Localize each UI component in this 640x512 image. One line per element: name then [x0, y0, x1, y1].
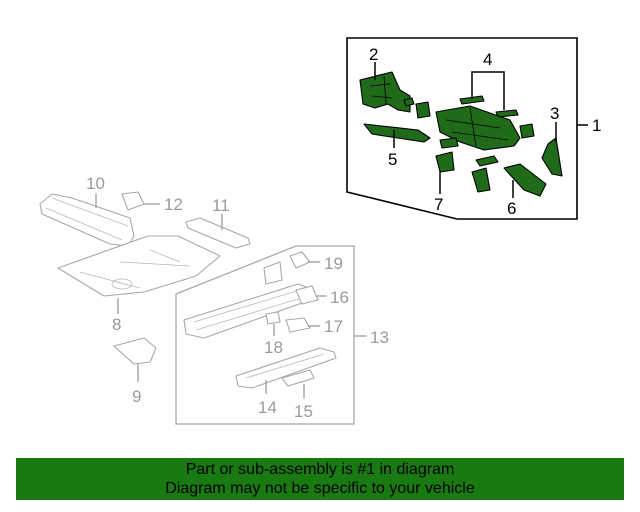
callout-14: 14: [258, 398, 277, 417]
gray-part-11: [185, 217, 251, 249]
callout-2: 2: [369, 45, 378, 64]
info-line-2: Diagram may not be specific to your vehi…: [165, 480, 475, 497]
green-clip-a: [519, 123, 535, 139]
callout-19: 19: [324, 254, 343, 273]
green-part-7: [435, 151, 455, 173]
gray-part-18: [265, 311, 281, 325]
callout-16: 16: [330, 288, 349, 307]
callout-17: 17: [324, 317, 343, 336]
green-clip-b: [439, 137, 459, 149]
callout-8: 8: [112, 315, 121, 334]
green-part-3: [541, 137, 563, 177]
callout-5: 5: [388, 150, 397, 169]
green-crossmember: [435, 105, 521, 151]
gray-part-10: [39, 193, 135, 247]
green-part-4a: [459, 95, 485, 105]
gray-part-16: [295, 285, 319, 305]
callout-6: 6: [507, 199, 516, 218]
callout-9: 9: [132, 387, 141, 406]
green-clip-c: [475, 155, 499, 167]
callout-3: 3: [550, 104, 559, 123]
callout-7: 7: [434, 195, 443, 214]
gray-clip-13: [263, 261, 283, 285]
callout-1: 1: [592, 116, 601, 135]
green-part-6: [503, 163, 547, 197]
gray-part-8: [57, 235, 221, 297]
gray-part-17: [285, 317, 311, 333]
green-part-5: [363, 123, 431, 143]
green-part-2: [359, 71, 411, 113]
gray-part-9: [113, 337, 157, 365]
green-bracket-a: [415, 101, 431, 119]
callout-12: 12: [164, 195, 183, 214]
callout-15: 15: [294, 402, 313, 421]
callout-18: 18: [264, 338, 283, 357]
green-bracket-b: [403, 97, 415, 107]
gray-part-15: [281, 369, 315, 387]
callout-13: 13: [370, 328, 389, 347]
info-line-1: Part or sub-assembly is #1 in diagram: [185, 461, 455, 478]
callout-4: 4: [483, 50, 492, 69]
info-banner: Part or sub-assembly is #1 in diagram Di…: [16, 458, 624, 500]
gray-part-14: [235, 347, 337, 389]
callout-11: 11: [212, 196, 230, 215]
green-bracket-c: [471, 167, 491, 193]
callout-10: 10: [86, 174, 105, 193]
gray-part-12: [121, 191, 145, 211]
